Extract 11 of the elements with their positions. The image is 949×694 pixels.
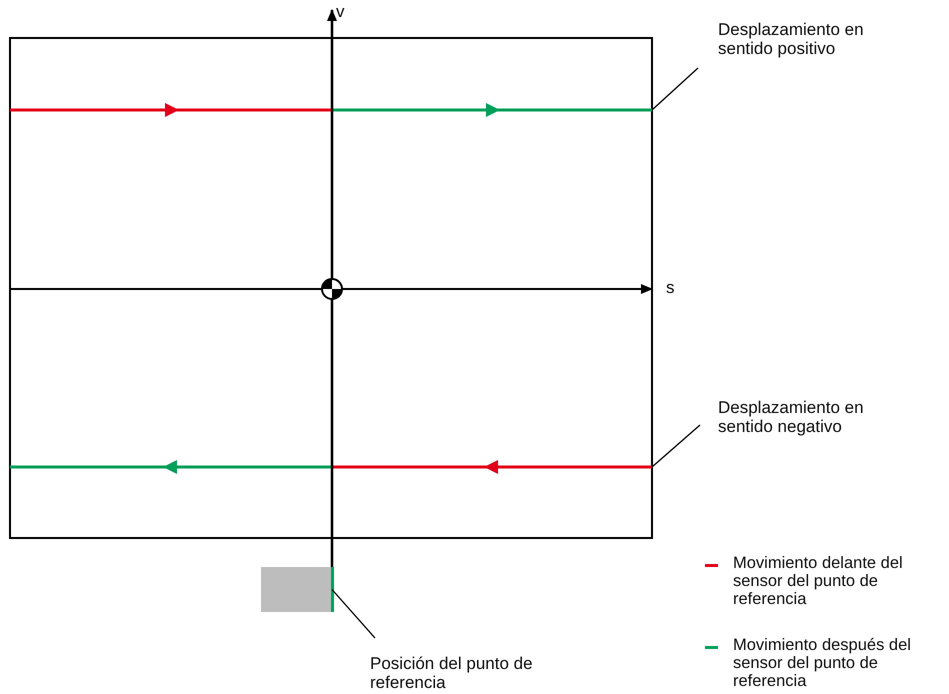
- leader-line: [332, 589, 376, 638]
- annotation-text: Posición del punto de referencia: [370, 654, 610, 692]
- reference-cam-block: [261, 567, 331, 612]
- annotation-text: Desplazamiento en sentido positivo: [718, 20, 918, 58]
- axis-label: v: [336, 2, 344, 21]
- legend-text: Movimiento delante del sensor del punto de referencia: [733, 554, 904, 608]
- leader-line: [652, 68, 698, 110]
- annotation-text: Desplazamiento en sentido negativo: [718, 398, 918, 436]
- leader-line: [652, 424, 700, 468]
- legend-text: Movimiento después del sensor del punto de referencia: [733, 636, 912, 690]
- axis-label: s: [666, 278, 674, 297]
